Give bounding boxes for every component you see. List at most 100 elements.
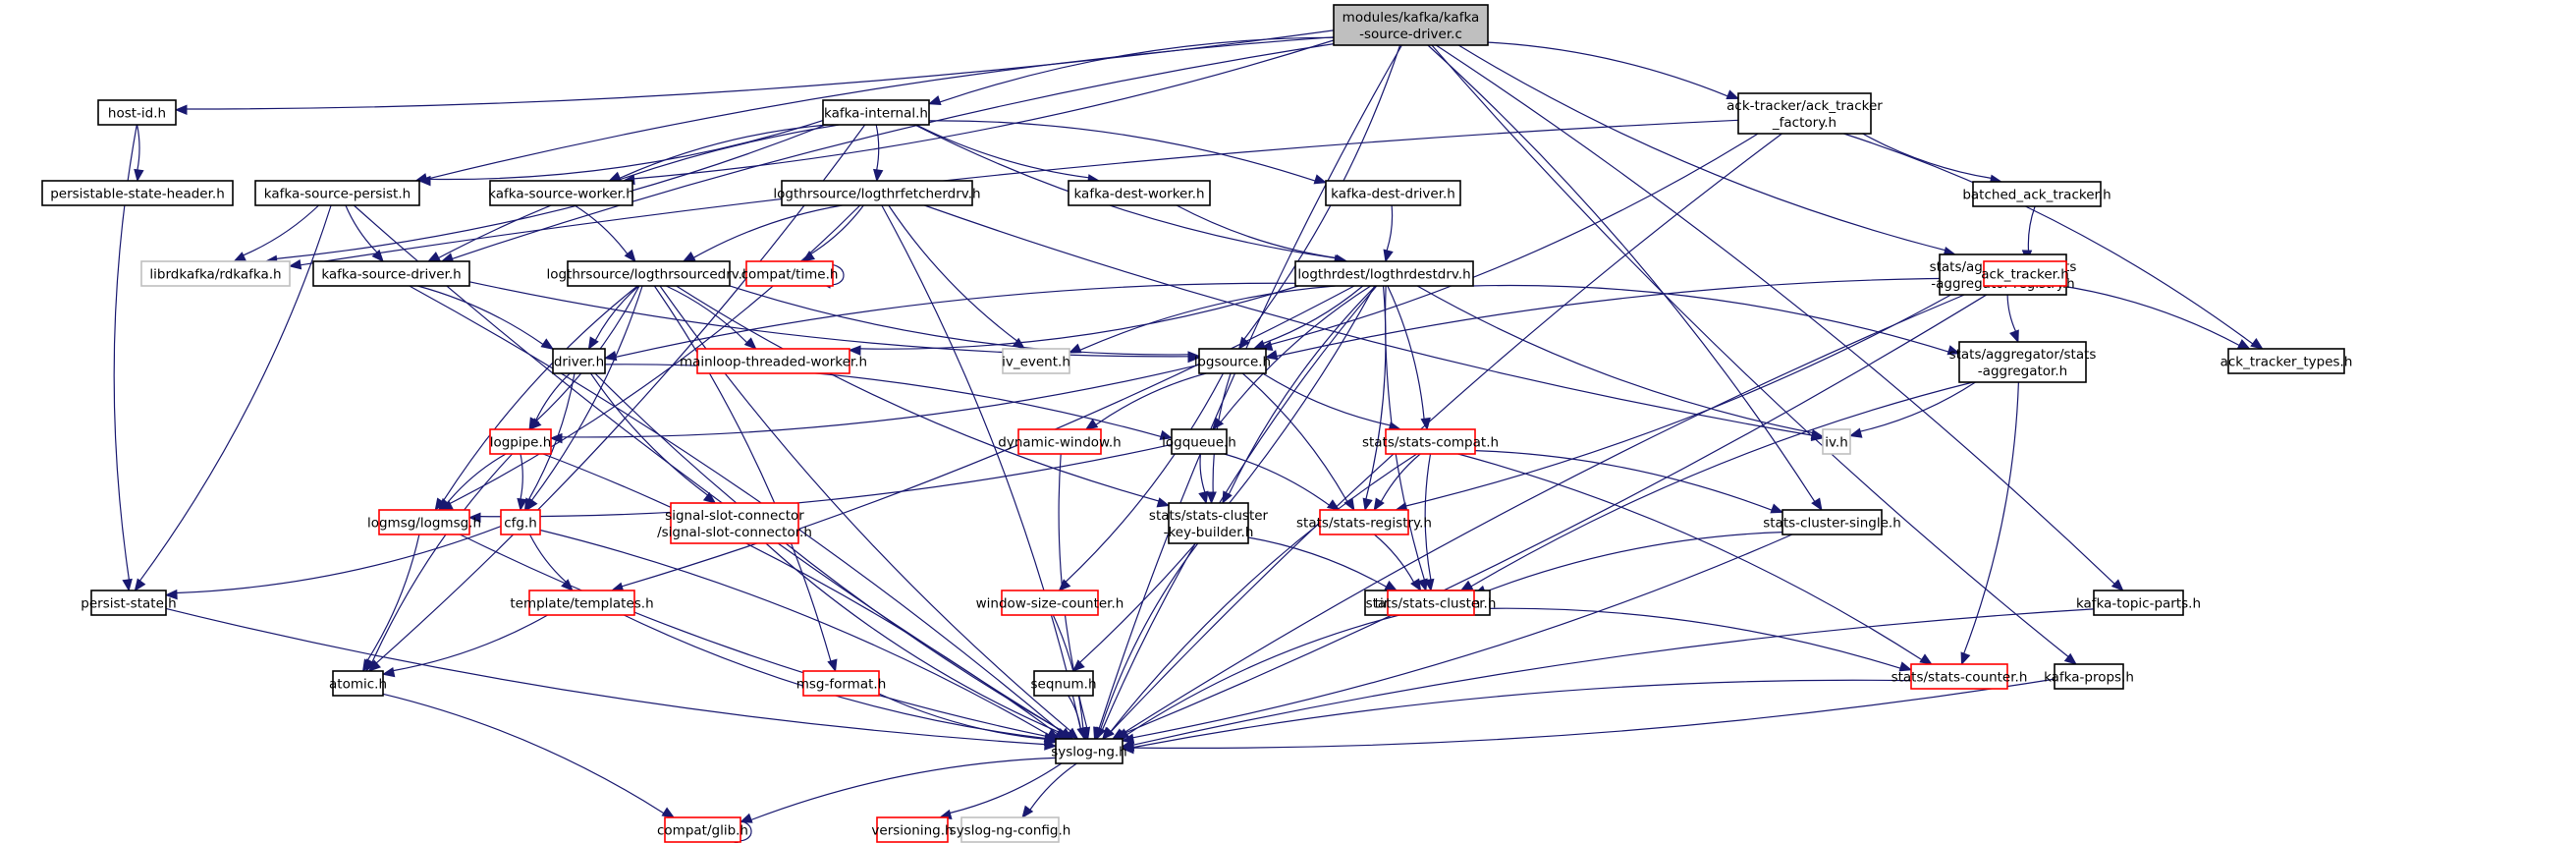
edge-line bbox=[604, 364, 1162, 437]
node-box[interactable] bbox=[489, 428, 552, 455]
node-kafka-props[interactable]: kafka-props.h bbox=[2044, 663, 2134, 690]
node-kafka-internal[interactable]: kafka-internal.h bbox=[822, 99, 930, 126]
node-box[interactable] bbox=[1387, 590, 1475, 616]
node-box[interactable] bbox=[696, 348, 850, 374]
node-box[interactable] bbox=[1319, 509, 1409, 535]
node-logpipe[interactable]: logpipe.h bbox=[489, 428, 552, 455]
node-aggregator[interactable]: stats/aggregator/stats-aggregator.h bbox=[1949, 341, 2097, 383]
node-box[interactable] bbox=[876, 816, 949, 843]
node-host-id[interactable]: host-id.h bbox=[97, 99, 177, 126]
arrowhead bbox=[1898, 661, 1913, 672]
node-box[interactable] bbox=[1171, 428, 1228, 455]
node-destdrv[interactable]: logthrdest/logthrdestdrv.h bbox=[1294, 260, 1474, 287]
node-cfg[interactable]: cfg.h bbox=[500, 509, 541, 535]
node-msg-format[interactable]: msg-format.h bbox=[796, 670, 887, 697]
node-box[interactable] bbox=[1910, 663, 2008, 690]
node-box[interactable] bbox=[802, 670, 880, 697]
node-box[interactable] bbox=[1168, 502, 1249, 544]
node-ssc[interactable]: signal-slot-connector/signal-slot-connec… bbox=[657, 502, 812, 544]
node-box[interactable] bbox=[567, 260, 731, 287]
edge-line bbox=[666, 285, 748, 344]
edge-cfg-to-syslog_ng bbox=[539, 529, 1061, 740]
edge-line bbox=[1110, 453, 1418, 732]
node-logmsg[interactable]: logmsg/logmsg.h bbox=[367, 509, 481, 535]
node-box[interactable] bbox=[2227, 348, 2345, 374]
node-box[interactable] bbox=[781, 180, 973, 206]
node-persist-state[interactable]: persist-state.h bbox=[81, 590, 177, 616]
node-box[interactable] bbox=[97, 99, 177, 126]
node-sourcedrv[interactable]: logthrsource/logthrsourcedrv.h bbox=[546, 260, 751, 287]
node-box[interactable] bbox=[1385, 428, 1476, 455]
edge-syslog_ng-to-versioning bbox=[938, 762, 1063, 819]
arrowhead bbox=[1066, 727, 1079, 740]
node-box[interactable] bbox=[312, 260, 470, 287]
node-box[interactable] bbox=[1017, 428, 1102, 455]
node-templates[interactable]: template/templates.h bbox=[510, 590, 654, 616]
node-compat-glib[interactable]: compat/glib.h bbox=[657, 816, 748, 843]
node-dynwin[interactable]: dynamic-window.h bbox=[998, 428, 1122, 455]
node-box[interactable] bbox=[90, 590, 167, 616]
arrowhead bbox=[1726, 89, 1740, 100]
node-root[interactable]: modules/kafka/kafka-source-driver.c bbox=[1333, 4, 1489, 46]
node-box[interactable] bbox=[1737, 92, 1872, 135]
node-keybuilder[interactable]: stats/stats-cluster-key-builder.h bbox=[1149, 502, 1269, 544]
node-box[interactable] bbox=[1958, 341, 2087, 383]
node-stats-registry[interactable]: stats/stats-registry.h bbox=[1296, 509, 1432, 535]
node-box[interactable] bbox=[745, 260, 834, 287]
node-ack-types[interactable]: ack_tracker_types.h bbox=[2220, 348, 2353, 374]
node-fetcherdrv[interactable]: logthrsource/logthrfetcherdrv.h bbox=[773, 180, 981, 206]
edges-layer bbox=[113, 29, 2264, 843]
edge-line bbox=[138, 204, 332, 582]
node-kd-driver[interactable]: kafka-dest-driver.h bbox=[1325, 180, 1461, 206]
node-box[interactable] bbox=[1325, 180, 1461, 206]
node-mainloop[interactable]: mainloop-threaded-worker.h bbox=[680, 348, 867, 374]
node-box[interactable] bbox=[528, 590, 635, 616]
node-box[interactable] bbox=[1333, 4, 1489, 46]
node-box[interactable] bbox=[1033, 670, 1094, 697]
node-ack-tracker[interactable]: ack_tracker.h bbox=[1981, 260, 2069, 287]
node-box[interactable] bbox=[41, 180, 234, 206]
node-persistable[interactable]: persistable-state-header.h bbox=[41, 180, 234, 206]
arrowhead bbox=[561, 579, 574, 591]
node-versioning[interactable]: versioning.h bbox=[871, 816, 954, 843]
node-box[interactable] bbox=[552, 348, 606, 374]
node-box[interactable] bbox=[1198, 348, 1267, 374]
node-batched[interactable]: batched_ack_tracker.h bbox=[1962, 181, 2111, 207]
node-logsource[interactable]: logsource.h bbox=[1194, 348, 1271, 374]
node-driver[interactable]: driver.h bbox=[552, 348, 606, 374]
node-box[interactable] bbox=[1294, 260, 1474, 287]
node-box[interactable] bbox=[670, 502, 799, 544]
node-box[interactable] bbox=[1781, 509, 1883, 535]
node-box[interactable] bbox=[1972, 181, 2102, 207]
node-wsc[interactable]: window-size-counter.h bbox=[976, 590, 1124, 616]
node-kd-worker[interactable]: kafka-dest-worker.h bbox=[1068, 180, 1211, 206]
node-ks-worker[interactable]: kafka-source-worker.h bbox=[488, 180, 634, 206]
node-logqueue[interactable]: logqueue.h bbox=[1162, 428, 1236, 455]
node-box[interactable] bbox=[664, 816, 741, 843]
node-ks-persist[interactable]: kafka-source-persist.h bbox=[254, 180, 420, 206]
node-box[interactable] bbox=[1001, 590, 1099, 616]
node-ks-driver[interactable]: kafka-source-driver.h bbox=[312, 260, 470, 287]
node-box[interactable] bbox=[822, 99, 930, 126]
node-atomic[interactable]: atomic.h bbox=[329, 670, 387, 697]
node-box[interactable] bbox=[1068, 180, 1211, 206]
node-box[interactable] bbox=[1055, 738, 1124, 764]
node-syslog-ng[interactable]: syslog-ng.h bbox=[1051, 738, 1127, 764]
node-compat-time[interactable]: compat/time.h bbox=[741, 260, 839, 287]
node-box[interactable] bbox=[254, 180, 420, 206]
node-box[interactable] bbox=[489, 180, 633, 206]
node-ack-factory[interactable]: ack-tracker/ack_tracker_factory.h bbox=[1726, 92, 1883, 135]
arrowhead bbox=[624, 249, 636, 263]
node-box[interactable] bbox=[500, 509, 541, 535]
node-stats-compat[interactable]: stats/stats-compat.h bbox=[1362, 428, 1499, 455]
node-stats-cluster[interactable]: stats/stats-cluster.h bbox=[1366, 590, 1497, 616]
node-cluster-single[interactable]: stats-cluster-single.h bbox=[1763, 509, 1901, 535]
node-box[interactable] bbox=[332, 670, 384, 697]
node-box[interactable] bbox=[2054, 663, 2124, 690]
node-box[interactable] bbox=[1983, 260, 2067, 287]
node-topic-parts[interactable]: kafka-topic-parts.h bbox=[2076, 590, 2201, 616]
node-box[interactable] bbox=[378, 509, 470, 535]
node-stats-counter[interactable]: stats/stats-counter.h bbox=[1891, 663, 2028, 690]
node-box[interactable] bbox=[2093, 590, 2184, 616]
node-seqnum[interactable]: seqnum.h bbox=[1030, 670, 1097, 697]
